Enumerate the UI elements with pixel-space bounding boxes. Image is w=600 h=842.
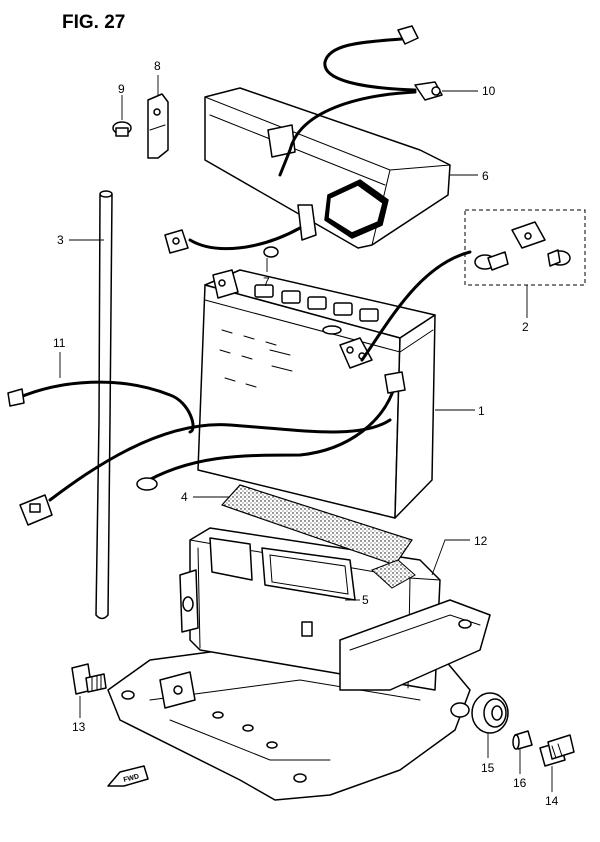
part-8-cover-bracket [147, 93, 169, 159]
callout-15: 15 [481, 761, 495, 775]
callout-labels: 1 2 3 4 5 6 7 8 9 10 11 12 13 14 15 16 [53, 59, 559, 808]
part-9-screw [112, 121, 132, 137]
callout-1: 1 [478, 404, 485, 418]
part-6-battery-cover [204, 87, 451, 249]
part-10-negative-lead [278, 25, 443, 177]
callout-16: 16 [513, 776, 527, 790]
part-5-cushion [371, 559, 416, 589]
callout-7: 7 [263, 275, 270, 289]
part-3-vent-tube [95, 190, 113, 620]
part-12-battery-tray [107, 527, 491, 801]
callout-5: 5 [362, 593, 369, 607]
callout-4: 4 [181, 490, 188, 504]
part-2-terminal-bolts [464, 209, 586, 286]
forward-direction-arrow: FWD [107, 765, 149, 787]
forward-badge-text: FWD [123, 773, 140, 784]
callout-6: 6 [482, 169, 489, 183]
callout-14: 14 [545, 794, 559, 808]
part-7-lead [164, 226, 302, 258]
part-1-battery [197, 269, 436, 519]
part-11-sub-harness [7, 250, 472, 526]
part-4-rubber-pad [220, 484, 413, 566]
part-15-grommet [471, 692, 509, 734]
figure-title: FIG. 27 [62, 12, 125, 33]
callout-9: 9 [118, 82, 125, 96]
part-14-bolt [539, 734, 575, 767]
callout-8: 8 [154, 59, 161, 73]
callout-13: 13 [72, 720, 86, 734]
callout-2: 2 [522, 320, 529, 334]
part-13-bolt [71, 663, 107, 695]
callout-12: 12 [474, 534, 488, 548]
part-16-collar [512, 730, 533, 750]
callout-3: 3 [57, 233, 64, 247]
callout-10: 10 [482, 84, 496, 98]
callout-11: 11 [53, 336, 66, 350]
leader-lines [59, 75, 553, 792]
